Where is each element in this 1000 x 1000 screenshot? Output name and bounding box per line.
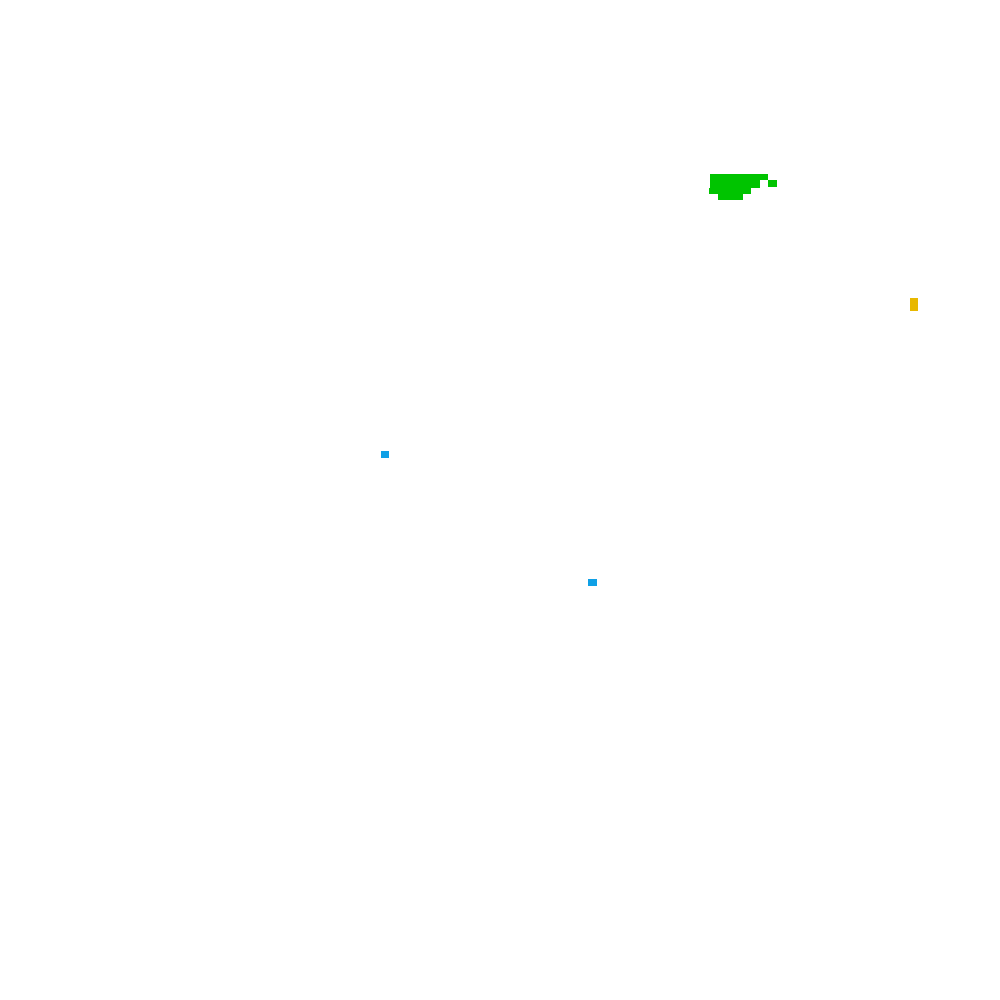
yellow-marker	[910, 298, 918, 311]
green-blob	[709, 174, 777, 200]
blue-dot-lower	[588, 579, 597, 586]
blue-dot-upper	[381, 451, 389, 458]
